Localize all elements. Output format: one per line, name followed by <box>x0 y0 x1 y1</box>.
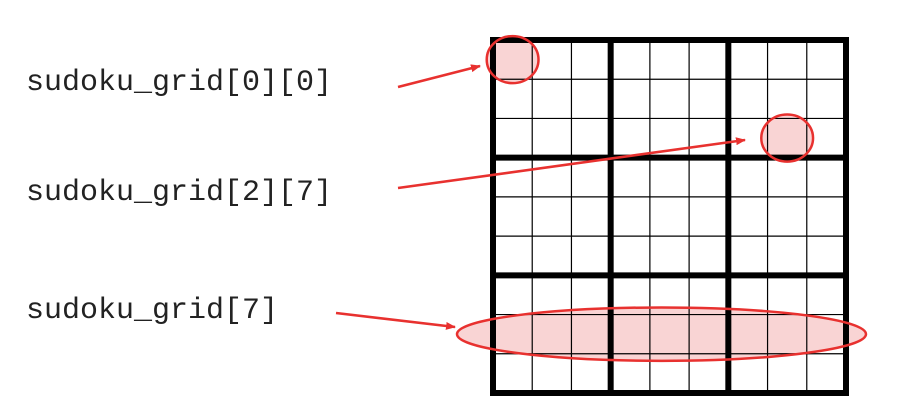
highlight-fill-cell-0-0 <box>486 36 539 84</box>
highlight-fills <box>457 36 866 361</box>
highlight-outlines <box>455 34 868 363</box>
label-cell-2-7: sudoku_grid[2][7] <box>26 176 333 210</box>
highlight-fill-cell-2-7 <box>761 114 814 162</box>
sudoku-grid <box>490 37 849 396</box>
arrow-to-cell-0-0 <box>397 64 481 89</box>
highlight-fill-row-7 <box>457 307 866 361</box>
label-cell-0-0: sudoku_grid[0][0] <box>26 66 333 100</box>
highlight-outline-cell-2-7 <box>760 113 815 163</box>
label-row-7: sudoku_grid[7] <box>26 294 279 328</box>
arrow-to-cell-2-7 <box>397 137 746 190</box>
highlight-outline-cell-0-0 <box>485 34 540 85</box>
highlight-outline-row-7 <box>455 306 868 363</box>
arrow-to-row-7 <box>335 311 456 330</box>
arrows <box>335 64 746 330</box>
